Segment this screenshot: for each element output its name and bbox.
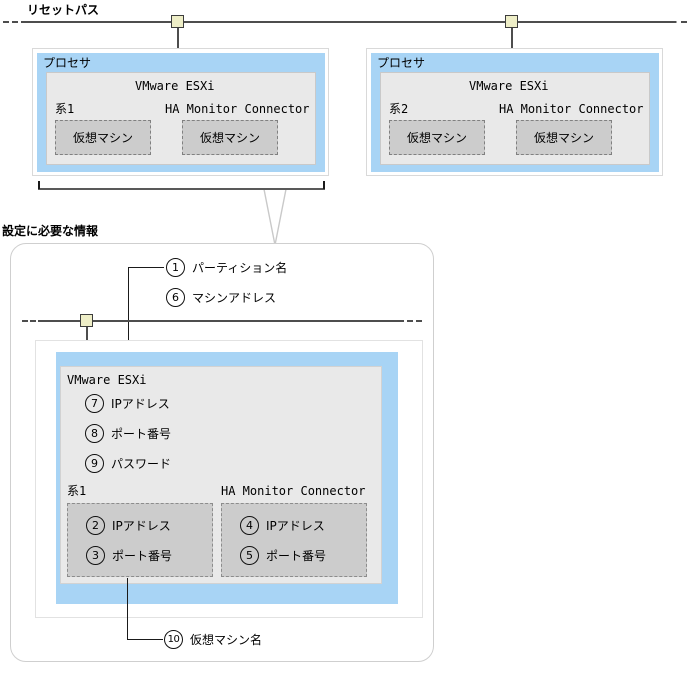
callout-machine-address: 6 マシンアドレス [166, 288, 276, 307]
reset-path-dashed-left [3, 21, 27, 23]
expander-wedge-icon [263, 190, 287, 246]
leader-line-callout-1-horizontal [128, 267, 164, 269]
callout-esxi-password: 9 パスワード [85, 454, 171, 473]
processor-card-2-body: プロセサ VMware ESXi 系2 HA Monitor Connector… [371, 53, 659, 172]
expand-bracket-tick-right [323, 181, 325, 189]
callout-label-8: ポート番号 [111, 426, 172, 441]
detail-bus-dashed-left [22, 320, 44, 322]
callout-label-4: IPアドレス [266, 518, 325, 533]
processor-card-1-vm-right: 仮想マシン [182, 120, 278, 155]
reset-path-label: リセットパス [27, 3, 100, 17]
leader-line-callout-1-vertical [128, 267, 130, 355]
callout-number-9: 9 [85, 454, 104, 473]
processor-card-1-hypervisor-label: VMware ESXi [135, 79, 215, 93]
processor-card-1-vm-left: 仮想マシン [55, 120, 151, 155]
callout-label-9: パスワード [111, 456, 172, 471]
processor-card-1-body: プロセサ VMware ESXi 系1 HA Monitor Connector… [37, 53, 325, 172]
processor-card-1-vm-right-label: 仮想マシン [199, 130, 260, 145]
callout-label-7: IPアドレス [111, 396, 170, 411]
callout-hamc-ip-address: 4 IPアドレス [240, 516, 325, 535]
callout-label-1: パーティション名 [192, 260, 288, 275]
processor-card-1-title: プロセサ [43, 56, 92, 70]
callout-number-8: 8 [85, 424, 104, 443]
callout-number-2: 2 [86, 516, 105, 535]
callout-label-6: マシンアドレス [192, 290, 277, 305]
processor-card-2-vm-right-label: 仮想マシン [533, 130, 594, 145]
callout-label-3: ポート番号 [112, 548, 173, 563]
detail-group-left-label: 系1 [67, 484, 87, 498]
processor-card-1-group-left-label: 系1 [55, 102, 75, 116]
callout-label-5: ポート番号 [266, 548, 327, 563]
callout-partition-name: 1 パーティション名 [166, 258, 287, 277]
callout-label-10: 仮想マシン名 [190, 632, 263, 647]
detail-bus-connector-icon [80, 314, 93, 327]
callout-number-4: 4 [240, 516, 259, 535]
detail-vm-box-right: 4 IPアドレス 5 ポート番号 [221, 503, 367, 577]
detail-group-right-label: HA Monitor Connector [221, 484, 366, 498]
detail-card-esxi-panel: VMware ESXi 7 IPアドレス 8 ポート番号 9 パスワード 系1 … [60, 366, 382, 584]
callout-series1-ip-address: 2 IPアドレス [86, 516, 171, 535]
callout-number-1: 1 [166, 258, 185, 277]
processor-card-1-group-right-label: HA Monitor Connector [165, 102, 310, 116]
expand-bracket [38, 188, 325, 190]
reset-path-dashed-right [660, 21, 687, 23]
expand-bracket-tick-left [38, 181, 40, 189]
callout-number-7: 7 [85, 394, 104, 413]
detail-vm-box-left: 2 IPアドレス 3 ポート番号 [67, 503, 213, 577]
callout-number-10: 10 [164, 630, 183, 649]
processor-card-2-vm-right: 仮想マシン [516, 120, 612, 155]
bus-connector-icon-1 [171, 15, 184, 28]
detail-bus-line [42, 320, 404, 322]
processor-card-2-title: プロセサ [377, 56, 426, 70]
callout-esxi-ip-address: 7 IPアドレス [85, 394, 170, 413]
detail-hypervisor-label: VMware ESXi [67, 373, 147, 387]
drop-line-processor-2 [511, 22, 513, 56]
callout-hamc-port-number: 5 ポート番号 [240, 546, 326, 565]
processor-card-2-group-left-label: 系2 [389, 102, 409, 116]
callout-label-2: IPアドレス [112, 518, 171, 533]
processor-card-1-esxi-panel: VMware ESXi 系1 HA Monitor Connector 仮想マシ… [46, 72, 316, 165]
callout-esxi-port-number: 8 ポート番号 [85, 424, 171, 443]
processor-card-1-vm-left-label: 仮想マシン [72, 130, 133, 145]
required-info-label: 設定に必要な情報 [2, 224, 99, 238]
bus-connector-icon-2 [505, 15, 518, 28]
processor-card-2: プロセサ VMware ESXi 系2 HA Monitor Connector… [366, 48, 663, 176]
callout-number-5: 5 [240, 546, 259, 565]
processor-card-2-esxi-panel: VMware ESXi 系2 HA Monitor Connector 仮想マシ… [380, 72, 650, 165]
leader-line-callout-10-vertical [127, 578, 129, 640]
drop-line-processor-1 [177, 22, 179, 56]
processor-card-2-vm-left-label: 仮想マシン [406, 130, 467, 145]
detail-drop-line [86, 321, 88, 355]
callout-series1-port-number: 3 ポート番号 [86, 546, 172, 565]
processor-card-2-vm-left: 仮想マシン [389, 120, 485, 155]
detail-bus-dashed-right [398, 320, 422, 322]
callout-vm-name: 10 仮想マシン名 [164, 630, 262, 649]
reset-path-line [25, 21, 671, 23]
processor-card-1: プロセサ VMware ESXi 系1 HA Monitor Connector… [32, 48, 329, 176]
leader-line-callout-10-horizontal [127, 639, 163, 641]
callout-number-3: 3 [86, 546, 105, 565]
processor-card-2-hypervisor-label: VMware ESXi [469, 79, 549, 93]
callout-number-6: 6 [166, 288, 185, 307]
processor-card-2-group-right-label: HA Monitor Connector [499, 102, 644, 116]
